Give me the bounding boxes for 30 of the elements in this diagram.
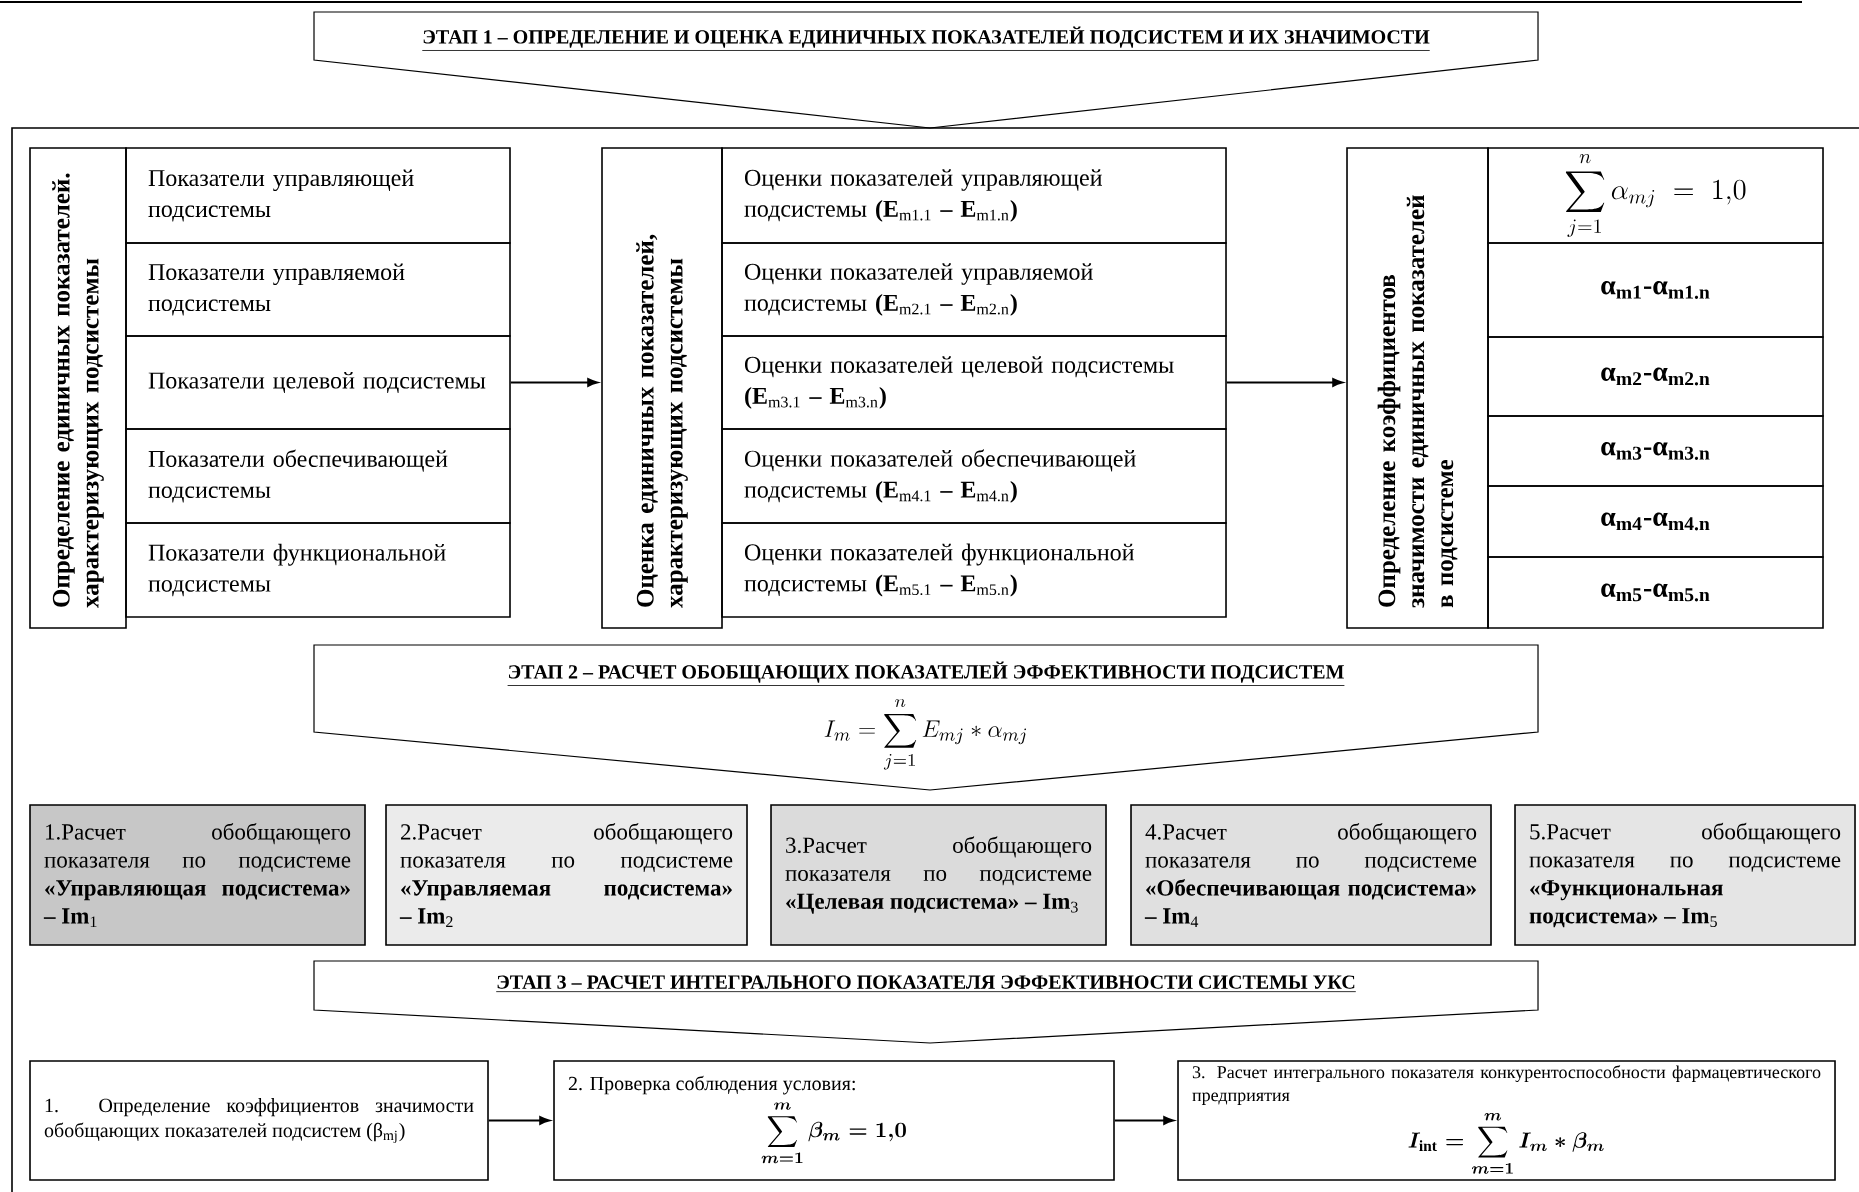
list-row-box: Оценки показателей функциональной подсистемы (E$_{m5.1}$ – E$_{m5.n}$) [721,522,1227,618]
coefficient-box: α$_{m4}$-α$_{m4.n}$ [1487,485,1824,558]
list-row-box: Показатели функциональной подсистемы [125,522,511,618]
list-row-box: Оценки показателей управляющей подсистемы (E$_{m1.1}$ – E$_{m1.n}$) [721,147,1227,244]
coefficient-box: α$_{m3}$-α$_{m3.n}$ [1487,415,1824,487]
stage-banner: ЭТАП 2 – РАСЧЕТ ОБОБЩАЮЩИХ ПОКАЗАТЕЛЕЙ ЭФФЕКТИВНОСТИ ПОДСИСТЕМ $I_m = \sum_{j=1}^{n} E_{mj} * \alpha_{mj}$ [313,644,1539,791]
step-box: 1. Определение коэффициентов значимости обобщающих показателей подсистем (β$_{mj}$) [29,1060,489,1181]
calculation-box: 3.Расчет обобщающего показателя по подсистеме «Целевая подсистема» – Im$_{3}$ [770,804,1107,946]
coefficient-box: $\sum_{j=1}^{n}\alpha_{mj}=1{,}0$ [1487,147,1824,244]
coefficient-box: α$_{m1}$-α$_{m1.n}$ [1487,242,1824,338]
list-row-box: Оценки показателей обеспечивающей подсистемы (E$_{m4.1}$ – E$_{m4.n}$) [721,428,1227,524]
calculation-box: 5.Расчет обобщающего показателя по подсистеме «Функциональная подсистема» – Im$_{5}$ [1514,804,1856,946]
list-row-box: Показатели управляемой подсистемы [125,242,511,337]
step-box: 2. Проверка соблюдения условия: $\sum_{m=1}^{m}\beta_m = 1{,}0$ [553,1060,1115,1181]
stage-banner: ЭТАП 1 – ОПРЕДЕЛЕНИЕ И ОЦЕНКА ЕДИНИЧНЫХ ПОКАЗАТЕЛЕЙ ПОДСИСТЕМ И ИХ ЗНАЧИМОСТИ [313,11,1539,129]
coefficient-box: α$_{m2}$-α$_{m2.n}$ [1487,336,1824,417]
list-row-box: Показатели управляющей подсистемы [125,147,511,244]
calculation-box: 4.Расчет обобщающего показателя по подсистеме «Обеспечивающая подсистема» – Im$_{4}$ [1130,804,1492,946]
calculation-box: 1.Расчет обобщающего показателя по подсистеме «Управляющая подсистема» – Im$_{1}$ [29,804,366,946]
list-row-box: Оценки показателей целевой подсистемы (E$_{m3.1}$ – E$_{m3.n}$) [721,335,1227,430]
list-row-box: Оценки показателей управляемой подсистемы (E$_{m2.1}$ – E$_{m2.n}$) [721,242,1227,337]
heading-box: Определение коэффициентов значимости единичных показателей в подсистеме [1346,147,1489,629]
stage-banner: ЭТАП 3 – РАСЧЕТ ИНТЕГРАЛЬНОГО ПОКАЗАТЕЛЯ ЭФФЕКТИВНОСТИ СИСТЕМЫ УКС [313,960,1539,1044]
calculation-box: 2.Расчет обобщающего показателя по подсистеме «Управляемая подсистема» – Im$_{2}$ [385,804,748,946]
list-row-box: Показатели обеспечивающей подсистемы [125,428,511,524]
list-row-box: Показатели целевой подсистемы [125,335,511,430]
heading-box: Оценка единичных показателей, характеризующих подсистемы [601,147,723,629]
coefficient-box: α$_{m5}$-α$_{m5.n}$ [1487,556,1824,629]
step-box: 3. Расчет интегрального показателя конкурентоспособности фармацевтического предприятия $I_{\mathrm{int}} = \sum_{m=1}^{m} I_m * \beta_m$ [1177,1060,1836,1181]
heading-box: Определение единичных показателей. характеризующих подсистемы [29,147,127,629]
